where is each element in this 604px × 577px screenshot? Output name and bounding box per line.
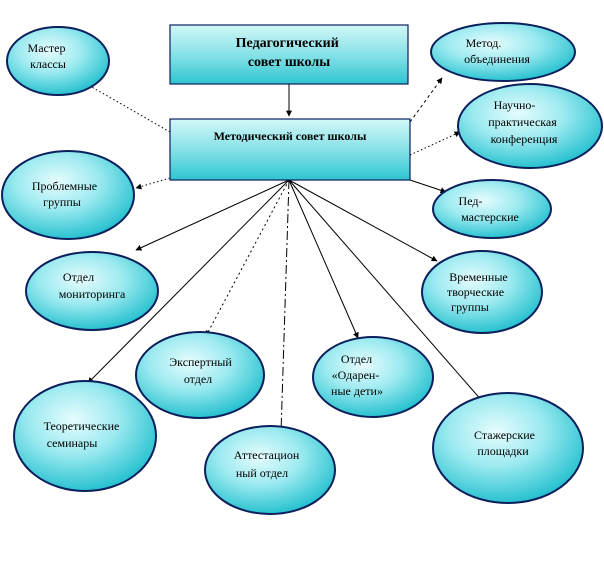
connector-monitoring [135, 179, 290, 251]
top-box-line-2: совет школы [248, 55, 330, 70]
svg-text:Отдел мониторинга: Отдел мониторинга [59, 270, 126, 301]
svg-text:Пед- мастерские: Пед- мастерские [459, 194, 519, 224]
vremennye-line-1: Временные [449, 270, 507, 284]
connector-problem [135, 177, 171, 190]
problem-line-2: группы [43, 195, 81, 209]
metod-line-2: объединения [464, 52, 530, 66]
methodical-council-box: Методический совет школы [169, 118, 411, 181]
svg-text:Временные творческие: Временные творческие группы [447, 270, 511, 314]
expert-line-2: отдел [184, 372, 212, 386]
connectors [87, 77, 491, 434]
node-internship-sites: Стажерские площадки [432, 392, 584, 504]
main-box-line-1: Методический совет школы [214, 129, 367, 143]
odarennye-line-1: Отдел [341, 352, 372, 366]
master-line-2: классы [30, 57, 66, 71]
svg-text:Метод. объединения: Метод. объединения [464, 36, 530, 66]
connector-teoret [87, 179, 290, 384]
connector-ped [409, 179, 447, 194]
nauchno-line-2: практическая [488, 115, 557, 129]
node-master-classes: Мастер классы [6, 26, 110, 96]
ped-line-2: мастерские [461, 210, 519, 224]
odarennye-line-2: «Одарен- [332, 368, 380, 382]
ped-line-1: Пед- [459, 194, 483, 208]
svg-text:Теоретические семинары: Теоретические семинары [44, 419, 123, 450]
connector-attest [278, 179, 290, 434]
svg-text:Отдел «Одарен- ные: Отдел «Одарен- ные дети» [331, 352, 383, 398]
odarennye-line-3: ные дети» [331, 384, 383, 398]
node-gifted-children-dept: Отдел «Одарен- ные дети» [312, 336, 434, 418]
connector-expert [205, 179, 290, 337]
svg-text:Педагогический совет шко: Педагогический совет школы [236, 36, 343, 70]
svg-text:Методический совет школы: Методический совет школы [214, 129, 367, 143]
svg-text:Стажерские площадки: Стажерские площадки [474, 428, 538, 458]
monitoring-line-1: Отдел [63, 270, 94, 284]
monitoring-line-2: мониторинга [59, 287, 126, 301]
nauchno-line-1: Научно- [494, 98, 536, 112]
connector-stazher [288, 179, 491, 411]
stazher-line-1: Стажерские [474, 428, 535, 442]
vremennye-line-2: творческие [447, 285, 504, 299]
node-attestation-dept: Аттестацион ный отдел [204, 425, 336, 515]
node-ped-workshops: Пед- мастерские [432, 179, 552, 239]
node-method-associations: Метод. объединения [430, 22, 576, 82]
svg-text:Аттестацион ный отдел: Аттестацион ный отдел [234, 448, 303, 480]
vremennye-line-3: группы [451, 300, 489, 314]
svg-text:Проблемные группы: Проблемные группы [32, 179, 100, 209]
node-expert-dept: Экспертный отдел [135, 331, 265, 419]
node-temporary-groups: Временные творческие группы [421, 250, 543, 334]
attest-line-2: ный отдел [236, 466, 288, 480]
svg-text:Научно- практическая: Научно- практическая конференция [488, 98, 560, 146]
metod-line-1: Метод. [466, 36, 502, 50]
node-scientific-conference: Научно- практическая конференция [457, 83, 603, 169]
attest-line-1: Аттестацион [234, 448, 300, 462]
teoret-line-1: Теоретические [44, 419, 120, 433]
connector-metod [409, 77, 443, 123]
node-problem-groups: Проблемные группы [1, 150, 135, 240]
connector-vremennye [288, 179, 438, 262]
master-line-1: Мастер [28, 41, 66, 55]
expert-line-1: Экспертный [169, 355, 232, 369]
top-box-line-1: Педагогический [236, 36, 339, 51]
connector-master [89, 85, 171, 133]
node-monitoring-dept: Отдел мониторинга [25, 251, 159, 331]
pedagogical-council-box: Педагогический совет школы [169, 24, 409, 85]
svg-text:Мастер классы: Мастер классы [28, 41, 69, 71]
node-theory-seminars: Теоретические семинары [13, 380, 157, 492]
stazher-line-2: площадки [477, 444, 529, 458]
problem-line-1: Проблемные [32, 179, 97, 193]
teoret-line-2: семинары [47, 436, 98, 450]
nauchno-line-3: конференция [491, 132, 558, 146]
connector-odarennye [288, 179, 359, 339]
svg-text:Экспертный отдел: Экспертный отдел [169, 355, 235, 386]
connector-nauchno [409, 131, 461, 156]
